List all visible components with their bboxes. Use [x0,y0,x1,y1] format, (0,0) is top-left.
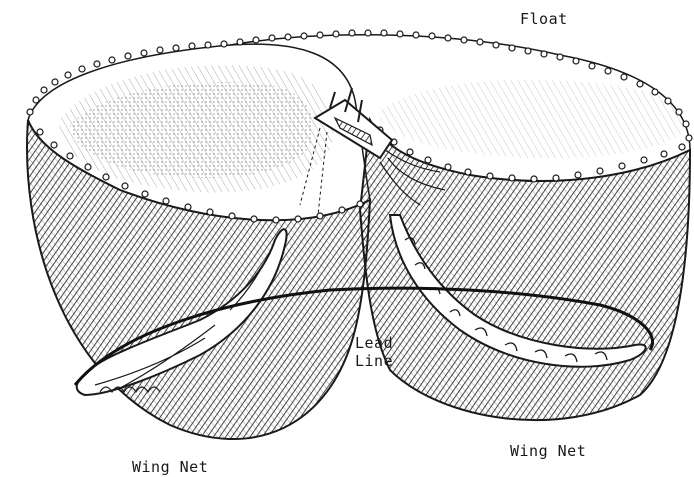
wing-net-right-label: Wing Net [510,444,586,459]
wing-net-left-label: Wing Net [132,460,208,475]
lead-line-label: Lead Line [355,334,393,370]
float-label: Float [520,12,568,27]
